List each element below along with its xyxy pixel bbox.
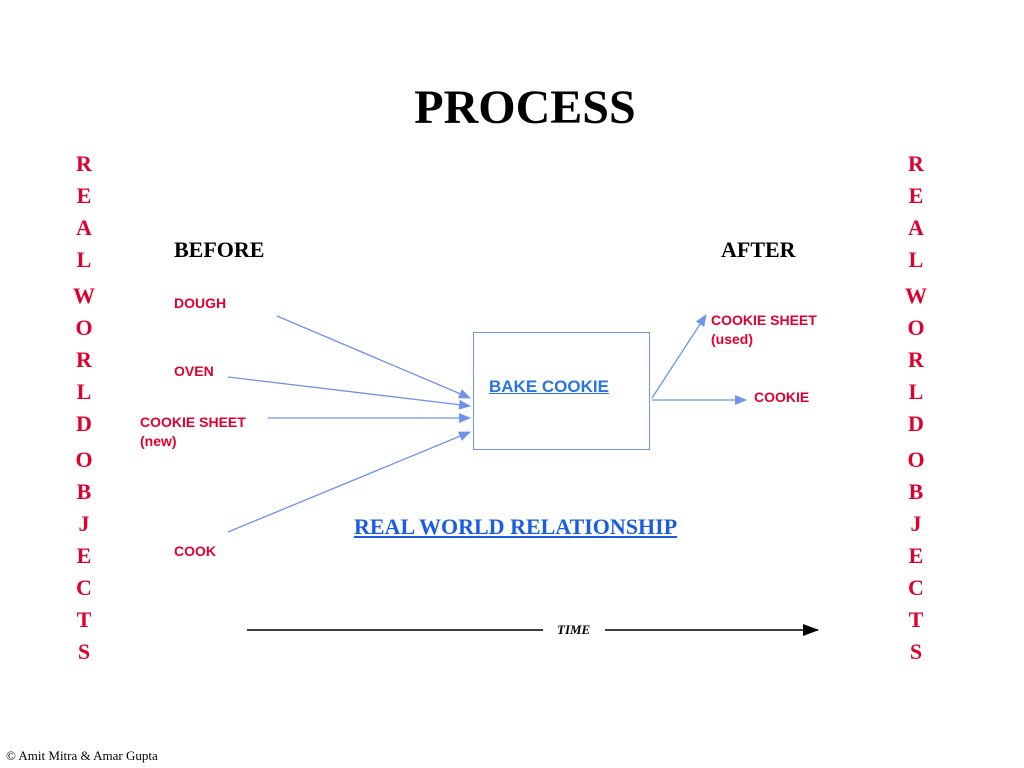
input-oven: OVEN [174, 363, 214, 379]
side-letter: W [73, 283, 95, 308]
side-letter: E [76, 543, 92, 568]
side-letter: R [76, 151, 92, 176]
page-title: PROCESS [414, 81, 636, 134]
time-label: TIME [557, 622, 591, 637]
arrow-process-to-cookie-sheet-used [651, 314, 707, 399]
after-heading: AFTER [721, 237, 796, 262]
input-cookie-sheet-new-line2: (new) [140, 433, 177, 449]
side-letter: E [908, 183, 924, 208]
side-letter: J [78, 511, 90, 536]
input-cookie-sheet-new: COOKIE SHEET (new) [140, 413, 246, 451]
arrow-dough-to-process [276, 315, 471, 399]
side-letter: L [76, 247, 92, 272]
side-letter: E [76, 183, 92, 208]
side-letter: R [908, 151, 924, 176]
process-box [473, 332, 650, 450]
output-cookie: COOKIE [754, 389, 810, 405]
side-letter: S [909, 639, 923, 664]
side-letter: L [908, 379, 924, 404]
side-letter: A [76, 215, 92, 240]
input-dough: DOUGH [174, 295, 227, 311]
side-letter: D [76, 411, 92, 436]
side-letter: C [76, 575, 92, 600]
output-cookie-sheet-used: COOKIE SHEET (used) [711, 311, 817, 349]
side-letter: A [908, 215, 924, 240]
side-letter: L [908, 247, 924, 272]
before-heading: BEFORE [174, 237, 265, 262]
process-label[interactable]: BAKE COOKIE [489, 377, 609, 396]
side-letter: B [908, 479, 924, 504]
side-letter: O [75, 315, 93, 340]
relationship-link[interactable]: REAL WORLD RELATIONSHIP [354, 514, 678, 539]
arrow-oven-to-process [227, 376, 471, 410]
side-letter: T [76, 607, 92, 632]
side-letter: B [76, 479, 92, 504]
side-letter: O [75, 447, 93, 472]
side-letter: T [908, 607, 924, 632]
output-cookie-sheet-used-line1: COOKIE SHEET [711, 312, 817, 328]
side-letter: E [908, 543, 924, 568]
side-letter: D [908, 411, 924, 436]
side-letter: W [905, 283, 927, 308]
side-letter: R [908, 347, 924, 372]
side-letter: R [76, 347, 92, 372]
side-letter: L [76, 379, 92, 404]
side-letter: J [910, 511, 922, 536]
side-letter: O [907, 315, 925, 340]
side-letter: S [77, 639, 91, 664]
side-label-right: R E A L W O R L D O B J E C T S [901, 148, 931, 668]
copyright-notice: © Amit Mitra & Amar Gupta [6, 748, 158, 763]
output-cookie-sheet-used-line2: (used) [711, 331, 753, 347]
input-cook: COOK [174, 543, 216, 559]
side-label-left: R E A L W O R L D O B J E C T S [69, 148, 99, 668]
input-cookie-sheet-new-line1: COOKIE SHEET [140, 414, 246, 430]
arrow-cook-to-process [227, 431, 471, 533]
side-letter: O [907, 447, 925, 472]
side-letter: C [908, 575, 924, 600]
